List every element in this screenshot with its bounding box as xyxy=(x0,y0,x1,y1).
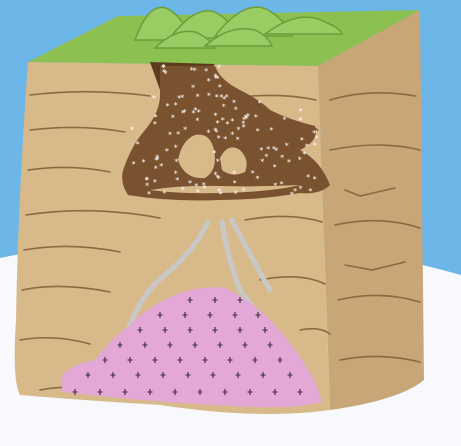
cave-speckle: * xyxy=(165,102,169,111)
cave-speckle: * xyxy=(232,99,236,108)
block-side-face xyxy=(318,10,424,410)
cave-speckle: * xyxy=(142,158,146,167)
cave-speckle: * xyxy=(174,169,178,178)
cave-speckle: * xyxy=(154,113,158,122)
cave-speckle: * xyxy=(290,190,294,199)
cave-speckle: * xyxy=(299,184,303,193)
cave-speckle: * xyxy=(305,142,309,151)
cave-speckle: * xyxy=(246,112,250,121)
cave-speckle: * xyxy=(174,158,178,167)
cave-speckle: * xyxy=(306,173,310,182)
cave-speckle: * xyxy=(236,136,240,145)
cave-speckle: * xyxy=(136,140,140,149)
cave-speckle: * xyxy=(174,143,178,152)
cave-speckle: * xyxy=(221,116,225,125)
cave-speckle: * xyxy=(152,94,156,103)
cave-speckle: * xyxy=(216,174,220,183)
cave-speckle: * xyxy=(191,83,195,92)
cave-speckle: * xyxy=(313,141,317,150)
cave-speckle: * xyxy=(256,127,260,136)
cave-speckle: * xyxy=(204,67,208,76)
cave-speckle: * xyxy=(283,116,287,125)
cave-speckle: * xyxy=(258,99,262,108)
cave-speckle: * xyxy=(242,187,246,196)
cave-speckle: * xyxy=(313,175,317,184)
cave-speckle: * xyxy=(176,130,180,139)
cave-speckle: * xyxy=(181,185,185,194)
cave-speckle: * xyxy=(298,116,302,125)
cave-speckle: * xyxy=(132,160,136,169)
cave-speckle: * xyxy=(266,145,270,154)
cave-speckle: * xyxy=(193,106,197,115)
cave-speckle: * xyxy=(183,126,187,135)
cave-speckle: * xyxy=(171,113,175,122)
cave-speckle: * xyxy=(162,189,166,198)
cave-speckle: * xyxy=(237,125,241,134)
cave-speckle: * xyxy=(215,93,219,102)
cave-speckle: * xyxy=(207,77,211,86)
cave-speckle: * xyxy=(259,146,263,155)
cave-speckle: * xyxy=(216,158,220,167)
cave-speckle: * xyxy=(216,119,220,128)
cave-speckle: * xyxy=(217,134,221,143)
cave-speckle: * xyxy=(300,136,304,145)
cave-speckle: * xyxy=(130,125,134,134)
cave-speckle: * xyxy=(154,165,158,174)
cave-speckle: * xyxy=(162,63,166,72)
cave-speckle: * xyxy=(299,107,303,116)
cave-speckle: * xyxy=(195,116,199,125)
cave-speckle: * xyxy=(219,190,223,199)
cave-speckle: * xyxy=(223,135,227,144)
cave-speckle: * xyxy=(298,155,302,164)
cave-speckle: * xyxy=(225,120,229,129)
cave-speckle: * xyxy=(312,129,316,138)
cave-speckle: * xyxy=(212,149,216,158)
cave-speckle: * xyxy=(233,179,237,188)
cave-speckle: * xyxy=(242,123,246,132)
cave-speckle: * xyxy=(234,190,238,199)
cave-speckle: * xyxy=(168,131,172,140)
cave-speckle: * xyxy=(177,94,181,103)
cave-speckle: * xyxy=(196,93,200,102)
cave-speckle: * xyxy=(273,163,277,172)
cave-speckle: * xyxy=(285,142,289,151)
cave-speckle: * xyxy=(256,174,260,183)
cave-speckle: * xyxy=(193,67,197,76)
cave-speckle: * xyxy=(217,64,221,73)
cave-speckle: * xyxy=(207,92,211,101)
cave-speckle: * xyxy=(202,181,206,190)
cave-speckle: * xyxy=(222,103,226,112)
cave-speckle: * xyxy=(153,178,157,187)
cave-speckle: * xyxy=(308,187,312,196)
cave-speckle: * xyxy=(230,117,234,126)
cave-speckle: * xyxy=(147,190,151,199)
cave-speckle: * xyxy=(272,145,276,154)
cave-speckle: * xyxy=(206,128,210,137)
cave-speckle: * xyxy=(196,188,200,197)
cave-speckle: * xyxy=(230,131,234,140)
cave-speckle: * xyxy=(218,83,222,92)
cave-speckle: * xyxy=(251,169,255,178)
cave-speckle: * xyxy=(254,113,258,122)
cave-speckle: * xyxy=(155,154,159,163)
cave-speckle: * xyxy=(159,162,163,171)
cave-speckle: * xyxy=(214,74,218,83)
cave-speckle: * xyxy=(165,147,169,156)
cave-speckle: * xyxy=(269,126,273,135)
cave-speckle: * xyxy=(280,154,284,163)
cave-speckle: * xyxy=(287,158,291,167)
cave-speckle: * xyxy=(188,179,192,188)
cave-speckle: * xyxy=(183,108,187,117)
cave-speckle: * xyxy=(214,111,218,120)
cave-speckle: * xyxy=(232,169,236,178)
cave-speckle: * xyxy=(145,176,149,185)
cave-speckle: * xyxy=(273,181,277,190)
cave-speckle: * xyxy=(280,180,284,189)
